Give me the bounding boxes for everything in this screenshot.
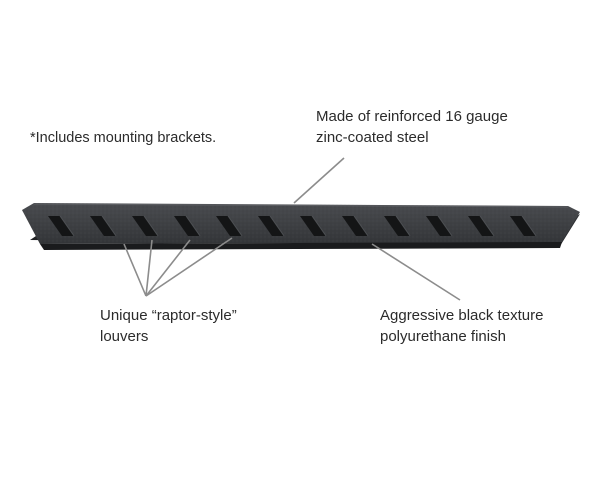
running-board xyxy=(22,203,580,250)
louvers-callout-line2: louvers xyxy=(100,328,149,345)
louvers-callout: Unique “raptor-style” louvers xyxy=(100,305,237,347)
steel-callout-line2: zinc-coated steel xyxy=(316,129,429,146)
louver xyxy=(426,216,452,236)
leader-line-louver-3 xyxy=(145,239,191,297)
louver xyxy=(258,216,284,236)
louver xyxy=(384,216,410,236)
leader-line-steel xyxy=(293,157,345,204)
louvers xyxy=(48,216,536,236)
louver xyxy=(342,216,368,236)
leader-line-louver-2 xyxy=(145,239,153,297)
louver xyxy=(90,216,116,236)
steel-callout-line1: Made of reinforced 16 gauge xyxy=(316,108,508,125)
texture-callout: Aggressive black texture polyurethane fi… xyxy=(380,305,543,347)
texture-callout-line2: polyurethane finish xyxy=(380,328,506,345)
mounting-brackets-text: *Includes mounting brackets. xyxy=(30,130,217,146)
leader-line-louver-1 xyxy=(123,243,147,297)
board-lower-edge xyxy=(40,242,562,250)
mounting-brackets-note: *Includes mounting brackets. xyxy=(30,128,216,149)
texture-callout-line1: Aggressive black texture xyxy=(380,307,544,324)
leader-line-louver-4 xyxy=(145,237,233,297)
louver xyxy=(216,216,242,236)
leader-line-texture xyxy=(371,243,461,301)
louver xyxy=(174,216,200,236)
louver xyxy=(468,216,494,236)
louver xyxy=(48,216,74,236)
louver xyxy=(132,216,158,236)
steel-callout: Made of reinforced 16 gauge zinc-coated … xyxy=(316,106,508,148)
louvers-callout-line1: Unique “raptor-style” xyxy=(100,307,237,324)
louver xyxy=(510,216,536,236)
leader-lines xyxy=(123,157,461,301)
louver xyxy=(300,216,326,236)
